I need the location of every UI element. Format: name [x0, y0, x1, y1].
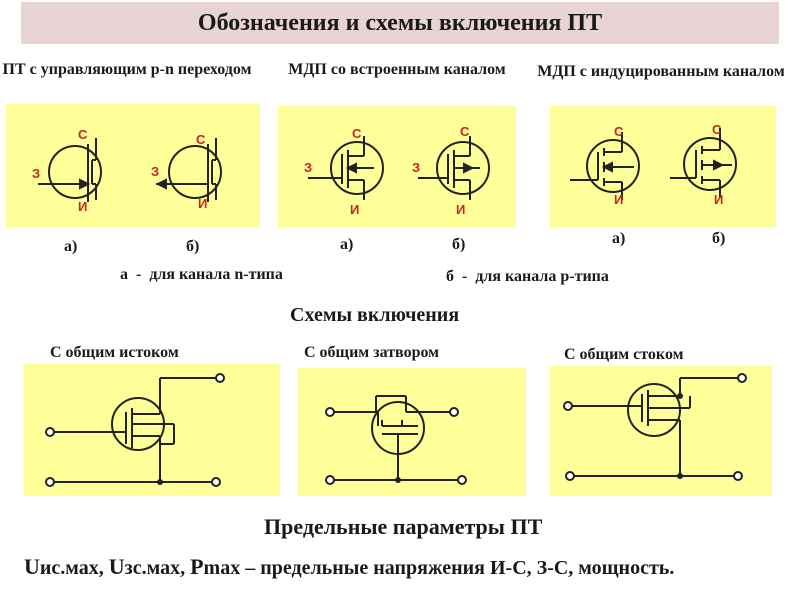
- panel-common-source: [24, 364, 280, 496]
- header-jfet: ПТ с управляющим p-n переходом: [2, 61, 252, 78]
- drain-label: С: [712, 122, 722, 137]
- u-is-subscript: ис.мах,: [39, 557, 104, 579]
- depletion-mosfet-symbols-diagram: С З И С З И: [304, 124, 490, 217]
- limits-title: Предельные параметры ПТ: [264, 514, 543, 539]
- jfet-symbols-diagram: С З И С З И: [32, 127, 222, 214]
- legend-n-type: а - для канала n-типа: [120, 266, 283, 283]
- panel-enhancement-mosfet: С И С И: [550, 106, 776, 227]
- common-drain-label: С общим стоком: [564, 346, 684, 363]
- legend-p-type: б - для канала p-типа: [446, 268, 609, 285]
- drain-label: С: [196, 132, 206, 147]
- u-zs-subscript: зс.мах,: [124, 557, 186, 579]
- drain-label: С: [460, 124, 470, 139]
- common-gate-circuit: [325, 395, 467, 485]
- p-symbol: P: [190, 554, 204, 579]
- variant-b-label: б): [712, 230, 726, 247]
- drain-label: С: [614, 124, 624, 139]
- u-is-symbol: U: [24, 554, 40, 579]
- common-gate-label: С общим затвором: [304, 344, 440, 361]
- u-zs-symbol: U: [108, 554, 125, 579]
- circuits-title: Схемы включения: [290, 304, 460, 326]
- variant-b-label: б): [452, 236, 466, 253]
- source-label: И: [350, 202, 359, 217]
- common-source-label: С общим истоком: [50, 344, 179, 361]
- source-label: И: [198, 196, 207, 211]
- panel-common-gate: [298, 368, 526, 496]
- header-depletion-mosfet: МДП со встроенным каналом: [288, 61, 506, 78]
- header-enhancement-mosfet: МДП с индуцированным каналом: [537, 63, 785, 80]
- source-label: И: [78, 199, 87, 214]
- panel-common-drain: [550, 366, 772, 496]
- common-drain-circuit: [563, 373, 747, 481]
- title-bar: [21, 2, 779, 44]
- source-label: И: [614, 192, 623, 207]
- variant-a-label: а): [340, 236, 354, 253]
- gate-label: З: [304, 160, 312, 175]
- p-subscript: max: [203, 557, 241, 579]
- source-label: И: [456, 202, 465, 217]
- panel-jfet: С З И С З И: [6, 104, 260, 227]
- common-source-circuit: [45, 373, 225, 487]
- panel-depletion-mosfet: С З И С З И: [278, 106, 516, 227]
- limits-description: Uис.мах, Uзс.мах, Pmax – предельные напр…: [24, 554, 674, 580]
- source-label: И: [714, 192, 723, 207]
- enhancement-mosfet-symbols-diagram: С И С И: [570, 122, 737, 207]
- drain-label: С: [352, 126, 362, 141]
- variant-b-label: б): [186, 238, 200, 255]
- variant-a-label: а): [612, 230, 626, 247]
- gate-label: З: [412, 160, 420, 175]
- variant-a-label: а): [64, 238, 78, 255]
- gate-label: З: [32, 166, 40, 181]
- limits-text: – предельные напряжения И-С, З-С, мощнос…: [240, 557, 675, 579]
- gate-label: З: [151, 164, 159, 179]
- page-title: Обозначения и схемы включения ПТ: [197, 10, 603, 36]
- drain-label: С: [78, 127, 88, 142]
